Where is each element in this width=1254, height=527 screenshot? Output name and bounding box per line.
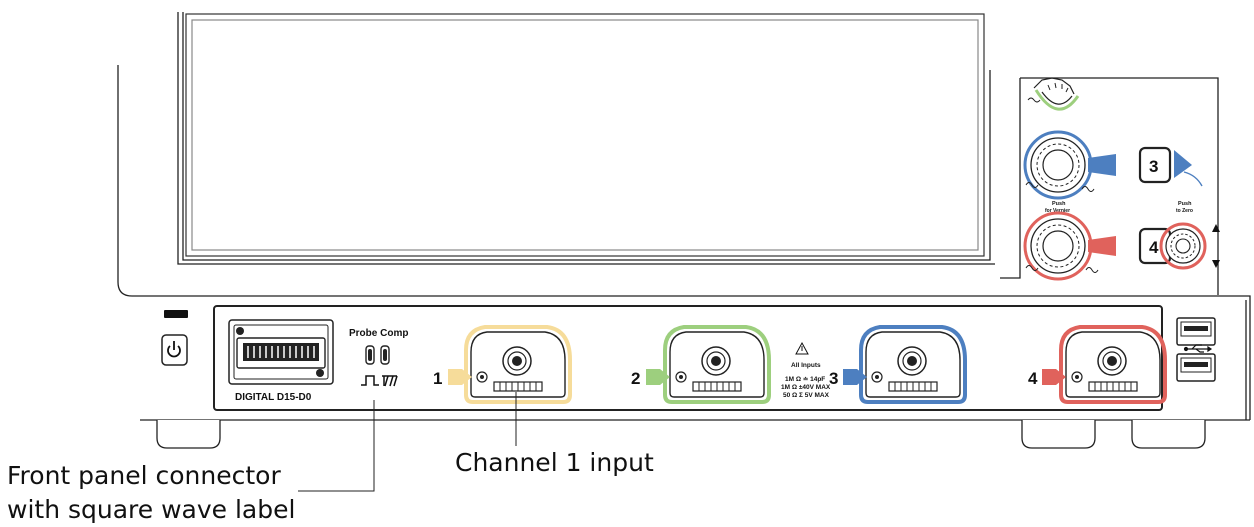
channel-3-knob-arrow — [1088, 154, 1116, 176]
usb-ports[interactable] — [1176, 317, 1216, 382]
warning-icon — [795, 341, 809, 355]
digital-label: DIGITAL D15-D0 — [235, 392, 312, 403]
down-arrow-icon — [1212, 260, 1220, 268]
usb-icon — [1183, 344, 1213, 353]
channel-2-input[interactable]: 2 — [631, 325, 771, 404]
channel-3-button[interactable] — [1138, 146, 1172, 184]
channel-4-scale-knob[interactable] — [1023, 211, 1093, 281]
spec-line-3: 50 Ω Σ 5V MAX — [783, 392, 830, 399]
channel-4-knob-arrow — [1088, 236, 1116, 256]
digital-connector[interactable] — [228, 319, 334, 385]
all-inputs-title: All Inputs — [791, 362, 821, 369]
channel-3-scale-knob[interactable] — [1023, 130, 1093, 200]
channel-3-arrow — [843, 369, 867, 385]
channel-1-input[interactable]: 1 — [433, 325, 572, 404]
push-vernier-text-1: Push — [1052, 201, 1066, 207]
probe-comp-label: Probe Comp — [349, 328, 408, 339]
channel-3-offset-arrow — [1174, 150, 1192, 178]
channel-input-callout: Channel 1 input — [455, 448, 654, 477]
front-connector-callout-line-2: with square wave label — [7, 495, 295, 524]
channel-2-scale-knob-partial[interactable] — [1027, 77, 1080, 111]
channel-3-input[interactable]: 3 — [829, 325, 967, 404]
ground-icon — [382, 375, 398, 387]
channel-4-arrow — [1042, 369, 1066, 385]
power-icon — [167, 341, 181, 358]
input-spec-block: All Inputs 1M Ω ≐ 14pF 1M Ω ±40V MAX 50 … — [781, 341, 831, 399]
callout-lines — [298, 392, 517, 492]
push-zero-text-1: Push — [1178, 201, 1192, 207]
channel-1-number: 1 — [433, 369, 442, 388]
push-zero-text-2: to Zero — [1176, 208, 1193, 214]
channel-4-input[interactable]: 4 — [1028, 325, 1167, 404]
channel-3-button-label: 3 — [1149, 157, 1158, 176]
channel-3-number: 3 — [829, 369, 838, 388]
power-button[interactable] — [161, 310, 188, 366]
spec-line-2: 1M Ω ±40V MAX — [781, 384, 831, 391]
up-arrow-icon — [1212, 224, 1220, 232]
channel-2-arrow — [646, 369, 670, 385]
push-vernier-text-2: for Vernier — [1045, 208, 1070, 214]
display-screen — [185, 13, 985, 257]
channel-1-arrow — [448, 369, 472, 385]
feet — [156, 420, 1206, 449]
channel-4-number: 4 — [1028, 369, 1038, 388]
channel-4-offset-knob[interactable] — [1159, 222, 1207, 270]
square-wave-icon — [361, 375, 379, 386]
control-section: 3 Push for Vernier Push to Zero 4 — [1023, 77, 1220, 281]
channel-4-button-label: 4 — [1149, 238, 1159, 257]
front-connector-callout-line-1: Front panel connector — [7, 461, 281, 490]
spec-line-1: 1M Ω ≐ 14pF — [785, 375, 825, 383]
channel-2-number: 2 — [631, 369, 640, 388]
probe-comp-terminals[interactable] — [365, 345, 390, 365]
